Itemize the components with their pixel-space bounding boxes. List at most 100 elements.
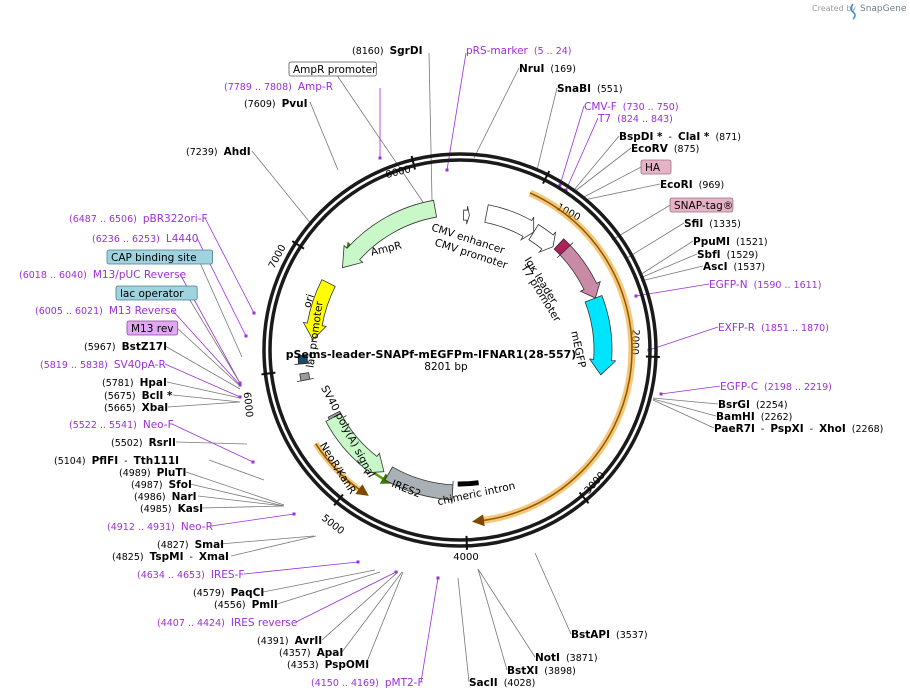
- site-label: SacII(4028): [469, 677, 535, 689]
- orf-arc-neo-core: [315, 443, 362, 492]
- label-text: (1590 .. 1611): [754, 280, 822, 291]
- label-text: PspOMI: [325, 659, 370, 671]
- cmv-enhancer-feature: [484, 204, 535, 241]
- label-box: [640, 159, 672, 175]
- site-label: BstAPI(3537): [571, 629, 648, 641]
- label-text: (5665): [104, 403, 136, 414]
- label-leader-line: [243, 561, 359, 575]
- tick-label: 6000: [241, 392, 255, 418]
- label-text: AscI: [703, 261, 728, 273]
- label-text: (5 .. 24): [534, 46, 572, 57]
- label-leader-line: [189, 483, 285, 507]
- label-text: XbaI: [142, 402, 169, 414]
- label-text: NarI: [172, 491, 197, 503]
- label-text: SfiI: [684, 218, 703, 230]
- ori-feature: [302, 279, 336, 341]
- label-text: (4579): [193, 588, 225, 599]
- label-text: (1521): [736, 237, 768, 248]
- label-leader-line: [276, 571, 381, 605]
- site-label: (5967)BstZ17I: [84, 341, 167, 353]
- primer-site-marker: [292, 512, 296, 516]
- label-text: (4985): [140, 504, 172, 515]
- site-label: (4353)PspOMI: [287, 659, 369, 671]
- primer-site-marker: [445, 168, 449, 172]
- site-label: HA: [640, 159, 672, 175]
- site-label: (4357)ApaI: [279, 647, 343, 659]
- label-text: BamHI: [716, 411, 755, 423]
- chimeric-intron-feature: [457, 480, 479, 487]
- site-label: (4556)PmlI: [214, 599, 278, 611]
- arc-arrowhead: [355, 484, 369, 496]
- label-leader-line: [534, 552, 572, 635]
- lac-operator-feature: [294, 354, 312, 365]
- site-label: NotI(3871): [535, 652, 598, 664]
- tick-label: 4000: [453, 552, 478, 563]
- label-text: EcoRV: [631, 143, 669, 155]
- label-leader-line: [184, 291, 241, 384]
- label-text: (6018 .. 6040): [19, 270, 87, 281]
- label-leader-line: [652, 398, 717, 417]
- site-label: (4987)SfoI: [131, 479, 192, 491]
- label-text: PaqCI: [231, 587, 265, 599]
- label-leader-line: [420, 577, 439, 683]
- label-leader-line: [175, 441, 248, 445]
- site-label: (5522 .. 5541)Neo-F: [69, 419, 174, 431]
- label-text: (1537): [734, 262, 766, 273]
- label-text: PvuI: [282, 98, 308, 110]
- created-by-text: Created by: [812, 4, 856, 13]
- site-label: (4579) PaqCI: [193, 587, 264, 599]
- label-text: Tth111I: [134, 455, 179, 467]
- label-text: SbfI: [697, 249, 721, 261]
- label-text: IRES reverse: [231, 617, 298, 629]
- site-label: (4986)NarI: [134, 491, 197, 503]
- label-text: (169): [550, 64, 576, 75]
- label-leader-line: [365, 571, 404, 665]
- label-text: pMT2-F: [385, 677, 424, 689]
- site-label: PpuMI (1521): [693, 236, 768, 248]
- label-text: EGFP-C: [720, 381, 758, 393]
- label-text: PmlI: [252, 599, 278, 611]
- label-leader-line: [457, 577, 470, 683]
- label-text: CAP binding site: [111, 252, 197, 264]
- label-leader-line: [196, 255, 243, 358]
- label-text: EGFP-N: [709, 279, 748, 291]
- label-text: (5967): [84, 342, 116, 353]
- label-leader-line: [210, 513, 295, 527]
- site-label: (4827)SmaI: [157, 539, 224, 551]
- site-label: BsrGI(2254): [718, 399, 788, 411]
- site-label: (4391)AvrII: [257, 635, 322, 647]
- label-leader-line: [331, 67, 426, 206]
- backbone-outer-strand: [262, 152, 658, 548]
- label-text: (7789 .. 7808): [224, 82, 292, 93]
- label-box: [106, 249, 213, 265]
- label-leader-line: [201, 505, 285, 509]
- label-leader-line: [639, 240, 694, 276]
- label-text: (3871): [566, 653, 598, 664]
- label-leader-line: [565, 117, 599, 191]
- label-text: M13/pUC Reverse: [93, 269, 186, 281]
- label-leader-line: [477, 568, 508, 671]
- site-label: (4150 .. 4169)pMT2-F: [311, 677, 424, 689]
- site-label: M13 rev: [126, 320, 179, 336]
- site-label: SnaBI(551): [557, 83, 623, 95]
- label-text: AhdI: [224, 146, 251, 158]
- label-leader-line: [251, 150, 313, 226]
- site-label: (5781)HpaI: [102, 377, 167, 389]
- label-leader-line: [341, 571, 403, 653]
- label-text: M13 rev: [131, 323, 174, 335]
- label-leader-line: [473, 67, 520, 159]
- primer-site-marker: [251, 460, 255, 464]
- label-text: -: [810, 424, 813, 435]
- label-text: (5104): [54, 456, 86, 467]
- label-text: SV40pA-R: [114, 359, 166, 371]
- label-text: PpuMI: [693, 236, 730, 248]
- site-label: (7789 .. 7808)Amp-R: [224, 81, 333, 93]
- label-text: PaeR7I: [714, 423, 755, 435]
- label-text: -: [189, 552, 192, 563]
- label-leader-line: [573, 147, 632, 193]
- primer-site-marker: [252, 311, 256, 315]
- label-text: (5781): [102, 378, 134, 389]
- label-text: (5502): [111, 438, 143, 449]
- primer-site-marker: [244, 334, 248, 338]
- label-text: SfoI: [169, 479, 192, 491]
